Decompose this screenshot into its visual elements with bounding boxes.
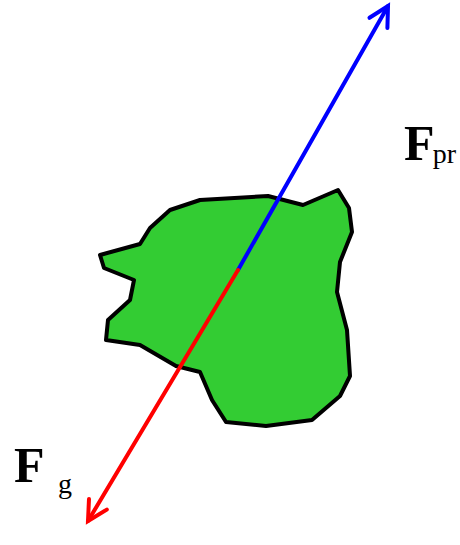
force-subscript: g — [58, 470, 72, 498]
force-subscript: pr — [433, 140, 456, 168]
arrow-head — [88, 499, 107, 521]
force-symbol: F — [14, 440, 45, 490]
gravity-force-arrow — [88, 270, 238, 521]
arrow-shaft — [238, 6, 388, 270]
force-symbol: F — [404, 118, 435, 168]
body-blob — [100, 190, 352, 426]
arrow-shaft — [88, 270, 238, 521]
arrow-head — [370, 6, 389, 28]
pressure-force-arrow — [238, 6, 388, 270]
